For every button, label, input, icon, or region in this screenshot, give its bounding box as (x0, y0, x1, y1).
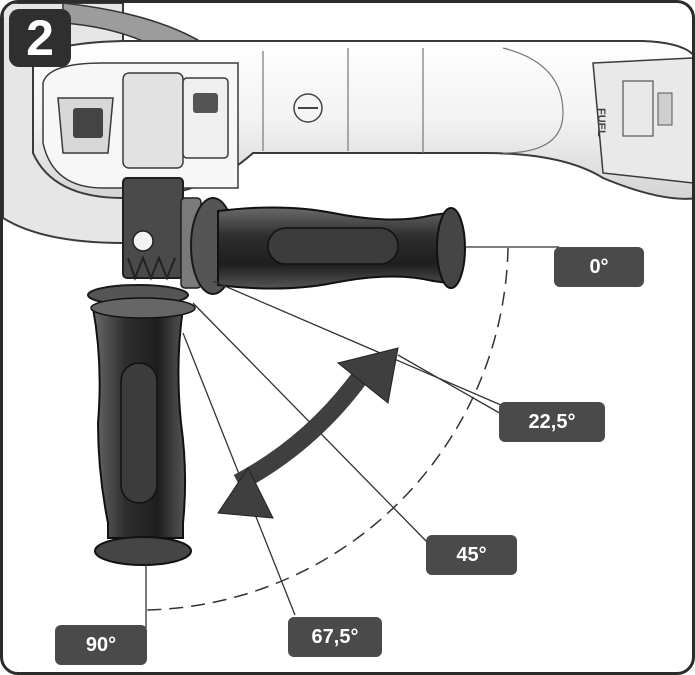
angle-label-67-5: 67,5° (288, 617, 382, 657)
step-number-badge: 2 (9, 9, 71, 67)
gear-head-clamp (122, 177, 202, 289)
tool-body (32, 40, 692, 200)
product-logo: FUEL (595, 108, 607, 137)
leader-line-22-5-a (397, 354, 504, 416)
leader-line-22-5-b (212, 280, 502, 406)
side-handle-horizontal (190, 197, 466, 295)
side-handle-vertical (87, 284, 196, 566)
rotation-double-arrow (217, 347, 399, 519)
angle-grinder-illustration: FUEL (3, 3, 692, 628)
angle-label-22-5: 22,5° (499, 402, 605, 442)
angle-label-45: 45° (426, 535, 517, 575)
angle-label-0: 0° (554, 247, 644, 287)
angle-label-90: 90° (55, 625, 147, 665)
